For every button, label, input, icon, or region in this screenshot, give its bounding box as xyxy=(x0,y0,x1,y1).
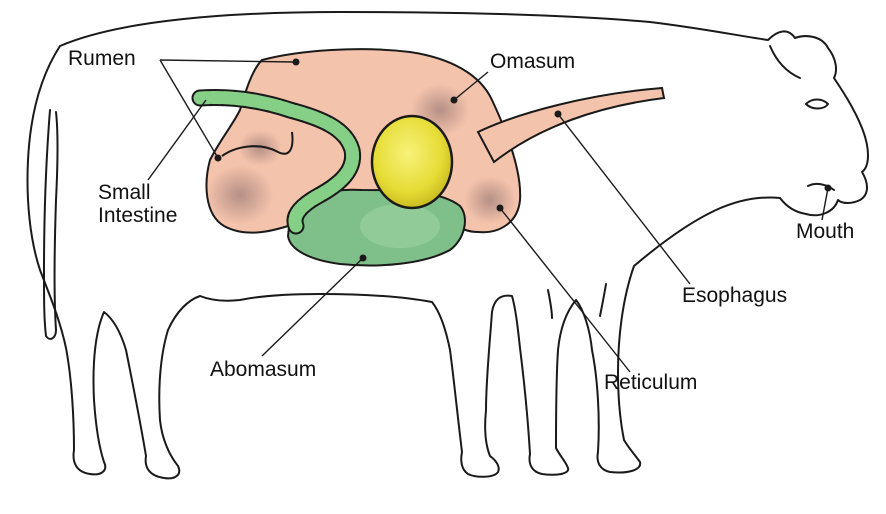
label-omasum: Omasum xyxy=(490,50,575,73)
label-small-intestine: Small Intestine xyxy=(98,181,177,227)
omasum-organ xyxy=(372,116,452,208)
esophagus-organ xyxy=(478,88,664,162)
label-reticulum: Reticulum xyxy=(604,371,697,394)
label-abomasum: Abomasum xyxy=(210,358,316,381)
label-esophagus: Esophagus xyxy=(682,284,787,307)
label-mouth: Mouth xyxy=(796,220,854,243)
label-rumen: Rumen xyxy=(68,47,136,70)
